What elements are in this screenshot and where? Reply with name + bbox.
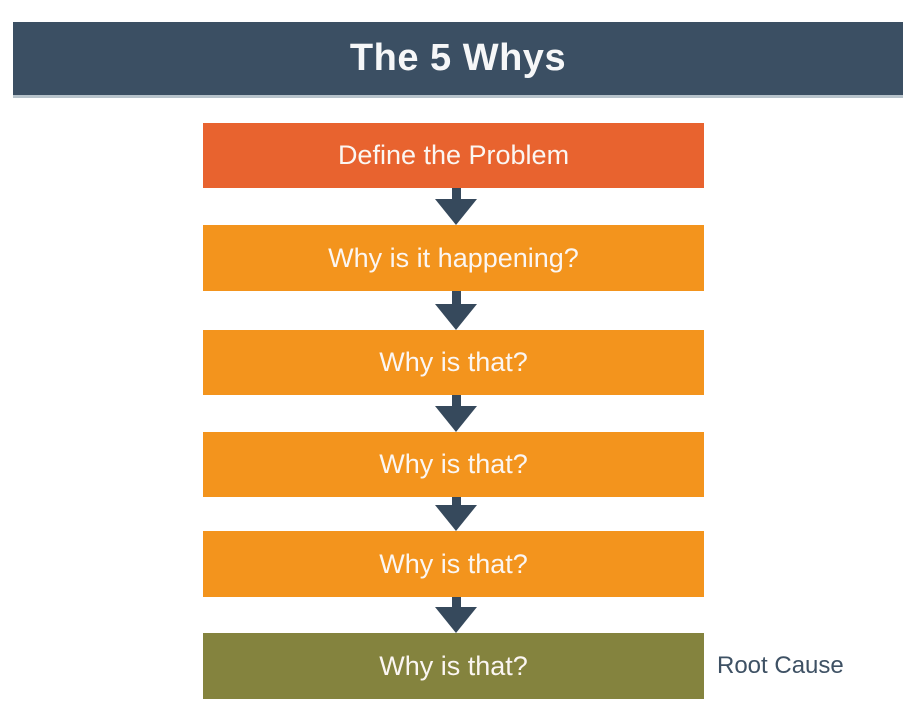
arrow-head — [435, 406, 477, 432]
step-label: Why is that? — [379, 347, 528, 377]
step-box-why-3: Why is that? — [203, 432, 704, 497]
step-box-define-problem: Define the Problem — [203, 123, 704, 188]
down-arrow-icon — [435, 291, 477, 330]
arrow-stem — [451, 597, 461, 607]
step-box-why-2: Why is that? — [203, 330, 704, 395]
root-cause-annotation: Root Cause — [717, 652, 844, 679]
arrow-head — [435, 304, 477, 330]
step-label: Why is that? — [379, 650, 528, 681]
step-box-why-4: Why is that? — [203, 531, 704, 597]
arrow-stem — [451, 188, 461, 199]
step-label: Why is that? — [379, 548, 528, 579]
down-arrow-icon — [435, 497, 477, 531]
arrow-stem — [451, 395, 461, 406]
step-box-root-cause: Why is that? — [203, 633, 704, 699]
title-banner: The 5 Whys — [13, 22, 903, 98]
down-arrow-icon — [435, 188, 477, 225]
arrow-stem — [451, 497, 461, 505]
step-box-why-1: Why is it happening? — [203, 225, 704, 291]
step-label: Why is that? — [379, 449, 528, 479]
arrow-head — [435, 607, 477, 633]
diagram-title: The 5 Whys — [349, 37, 567, 79]
step-label: Why is it happening? — [328, 242, 579, 273]
down-arrow-icon — [435, 597, 477, 633]
step-label: Define the Problem — [337, 140, 570, 170]
arrow-head — [435, 199, 477, 225]
down-arrow-icon — [435, 395, 477, 432]
arrow-head — [435, 505, 477, 531]
arrow-stem — [451, 291, 461, 304]
